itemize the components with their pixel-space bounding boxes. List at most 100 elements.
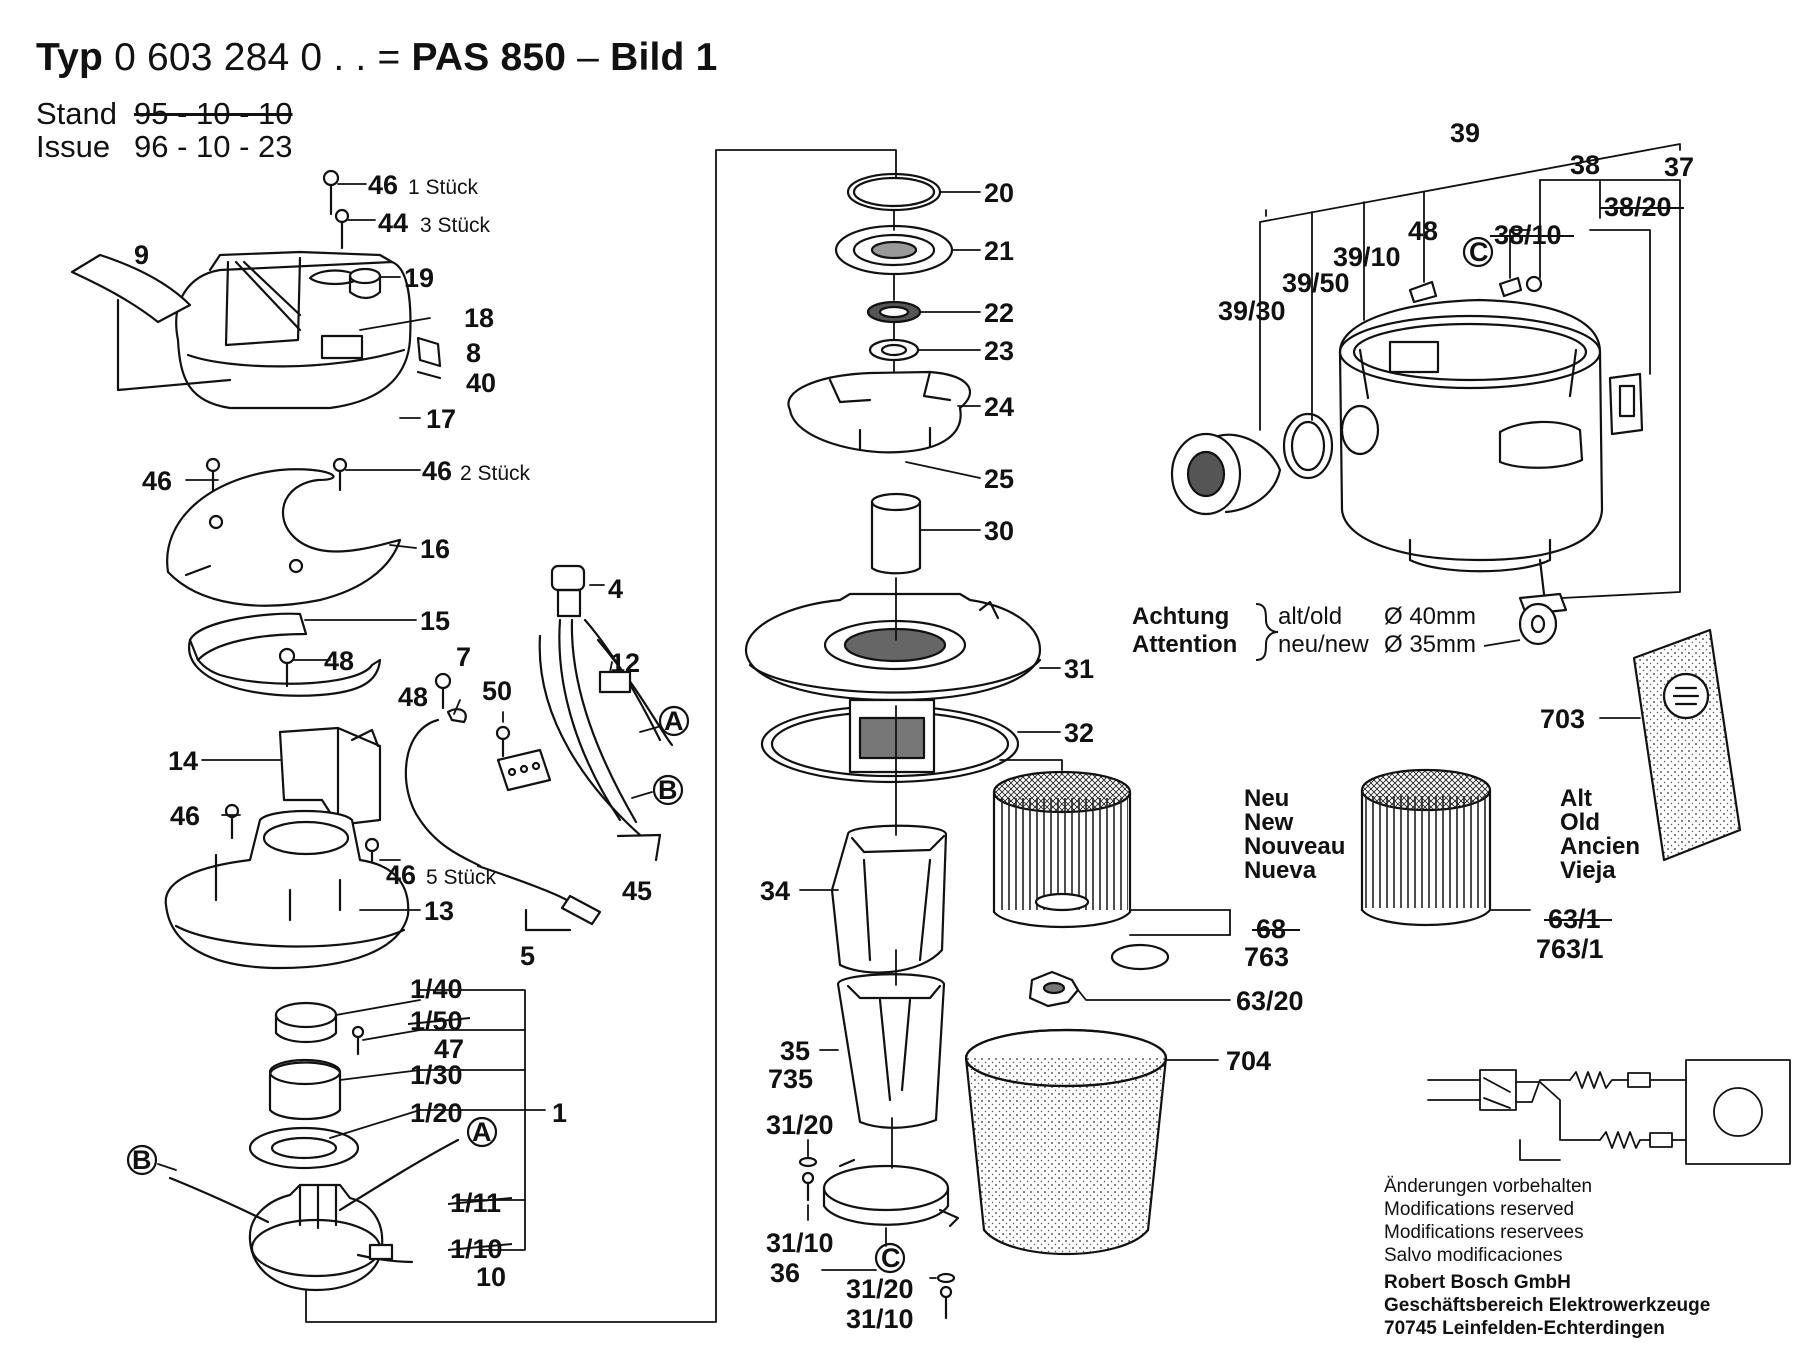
issue-value: 96 - 10 - 23: [134, 129, 293, 164]
label-16: 16: [420, 534, 450, 564]
footer-line-2: Modifications reserved: [1384, 1199, 1574, 1220]
type-number: 0 603 284 0: [114, 36, 323, 79]
screw-46-5pc-icon: [364, 837, 380, 872]
issue-label: Issue: [36, 129, 111, 164]
part-labels: 46 1 Stück 44 3 Stück 9 19 18 8 40 17 46…: [132, 118, 1710, 1339]
qty-3-pieces: 3 Stück: [420, 214, 491, 237]
terminal-block-icon: [496, 748, 552, 792]
filter-old-icon: [1360, 768, 1492, 927]
footer-address: 70745 Leinfelden-Echterdingen: [1384, 1318, 1665, 1339]
clip-8-icon: [416, 336, 442, 368]
screw-46-mid-icon: [224, 803, 240, 840]
label-40: 40: [466, 368, 496, 398]
label-39: 39: [1450, 118, 1480, 148]
label-48: 48: [324, 646, 354, 676]
leader-lines-right: [1259, 143, 1681, 719]
screw-47-icon: [351, 1025, 365, 1056]
screws-38-10-icon: [1498, 275, 1543, 298]
label-36: 36: [770, 1258, 800, 1288]
o-ring-20-icon: [846, 172, 942, 212]
bag-34-icon: [830, 824, 948, 974]
footer-line-1: Änderungen vorbehalten: [1384, 1176, 1592, 1197]
strike-marks: [407, 1017, 513, 1251]
label-39-50: 39/50: [1282, 268, 1350, 298]
marker-b: B: [658, 775, 678, 805]
label-46-top: 46: [368, 170, 398, 200]
caster-37-icon: [1518, 558, 1568, 646]
marker-a-circle-icon: [658, 705, 690, 737]
label-1-20: 1/20: [410, 1098, 463, 1128]
label-35: 35: [780, 1036, 810, 1066]
footer-line-3: Modifications reservees: [1384, 1222, 1584, 1243]
motor-base-13-icon: [164, 809, 410, 970]
label-22: 22: [984, 298, 1014, 328]
screw-48-right-icon: [1408, 280, 1438, 304]
ring-1-40-icon: [274, 1001, 338, 1043]
footer-division: Geschäftsbereich Elektrowerkzeuge: [1384, 1295, 1710, 1316]
label-47: 47: [434, 1034, 464, 1064]
label-46-mid: 46: [170, 801, 200, 831]
label-7: 7: [456, 642, 471, 672]
latch-38-20-icon: [1608, 372, 1644, 436]
label-39-30: 39/30: [1218, 296, 1286, 326]
label-13: 13: [424, 896, 454, 926]
label-763-1: 763/1: [1536, 934, 1604, 964]
cover-plate-16-icon: [166, 468, 402, 607]
old-label: alt/old: [1278, 603, 1342, 630]
clip-7-icon: [446, 708, 467, 724]
label-17: 17: [426, 404, 456, 434]
filter-old-de: Alt: [1560, 785, 1592, 812]
label-12: 12: [610, 648, 640, 678]
label-34: 34: [760, 876, 790, 906]
attention-de: Achtung: [1132, 603, 1229, 630]
marker-a2: A: [472, 1117, 492, 1147]
label-25: 25: [984, 464, 1014, 494]
label-21: 21: [984, 236, 1014, 266]
label-9: 9: [134, 240, 149, 270]
label-20: 20: [984, 178, 1014, 208]
seal-ring-32-icon: [760, 698, 1020, 784]
label-10: 10: [476, 1262, 506, 1292]
screw-31-10b-icon: [939, 1285, 953, 1320]
marker-b2: B: [132, 1145, 152, 1175]
label-38: 38: [1570, 150, 1600, 180]
footer-line-4: Salvo modificaciones: [1384, 1245, 1562, 1266]
label-5: 5: [520, 941, 535, 971]
marker-c2: C: [1469, 237, 1489, 267]
marker-a: A: [664, 706, 684, 736]
label-48-right: 48: [1408, 216, 1438, 246]
label-46-right: 46: [422, 456, 452, 486]
seal-39-50-icon: [1282, 412, 1334, 480]
label-735: 735: [768, 1064, 813, 1094]
model-name: PAS 850: [411, 36, 567, 79]
label-704: 704: [1226, 1046, 1271, 1076]
new-diameter: Ø 35mm: [1384, 631, 1476, 658]
label-14: 14: [168, 746, 198, 776]
label-1-40: 1/40: [410, 974, 463, 1004]
wire-7-icon: [404, 718, 482, 868]
screw-31-10-icon: [801, 1171, 815, 1202]
label-24: 24: [984, 392, 1014, 422]
label-50: 50: [482, 676, 512, 706]
title-mid: . . =: [322, 36, 412, 79]
label-32: 32: [1064, 718, 1094, 748]
label-763: 763: [1244, 942, 1289, 972]
filter-new-icon: [992, 770, 1132, 929]
qty-2-pieces: 2 Stück: [460, 462, 531, 485]
screw-46-top-icon: [322, 169, 340, 216]
screw-50-icon: [495, 725, 511, 758]
hose-connector-39-30-icon: [1170, 432, 1282, 516]
new-label: neu/new: [1278, 631, 1369, 658]
stand-value: 95 - 10 - 10: [134, 96, 293, 131]
attention-brace: [1255, 603, 1279, 661]
filter-new-de: Neu: [1244, 785, 1289, 812]
switch-4-icon: [550, 564, 586, 618]
title-prefix: Typ: [36, 36, 104, 79]
float-cage-24-icon: [787, 370, 971, 454]
qty-1-piece: 1 Stück: [408, 176, 479, 199]
screw-48-small-icon: [434, 672, 452, 710]
label-1: 1: [552, 1098, 567, 1128]
band-15-icon: [187, 612, 382, 697]
